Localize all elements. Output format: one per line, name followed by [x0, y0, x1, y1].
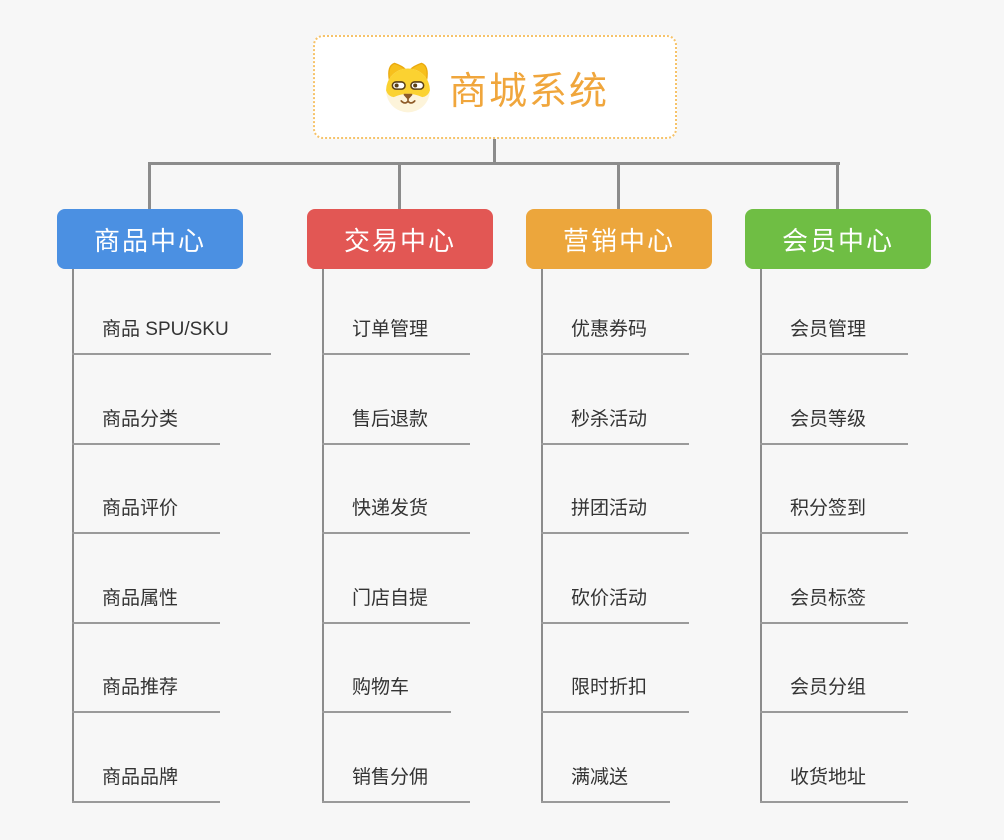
leaf-node[interactable]: 商品属性 [72, 587, 221, 624]
leaf-node[interactable]: 秒杀活动 [541, 408, 690, 445]
branch-header[interactable]: 交易中心 [307, 209, 493, 269]
connector-drop-4 [836, 162, 839, 210]
leaf-node[interactable]: 商品 SPU/SKU [72, 318, 271, 355]
connector-horizontal-bar [148, 162, 840, 165]
connector-drop-3 [617, 162, 620, 210]
leaf-node[interactable]: 会员分组 [760, 676, 909, 713]
leaf-node[interactable]: 商品分类 [72, 408, 221, 445]
leaf-node[interactable]: 购物车 [322, 676, 452, 713]
leaf-node[interactable]: 会员管理 [760, 318, 909, 355]
leaf-node[interactable]: 商品品牌 [72, 766, 221, 803]
dog-icon [386, 62, 430, 113]
root-title: 商城系统 [448, 70, 609, 113]
branch-header-label: 会员中心 [781, 225, 894, 256]
leaf-node[interactable]: 会员标签 [760, 587, 909, 624]
leaf-node[interactable]: 收货地址 [760, 766, 909, 803]
branch-header-label: 商品中心 [93, 225, 206, 256]
branch-header[interactable]: 商品中心 [57, 209, 243, 269]
connector-drop-2 [398, 162, 401, 210]
leaf-node[interactable]: 会员等级 [760, 408, 909, 445]
leaf-node[interactable]: 满减送 [541, 766, 671, 803]
root-node[interactable]: 商城系统 [313, 35, 677, 139]
branch-header-label: 交易中心 [343, 225, 456, 256]
branch-trunk-line [760, 269, 762, 803]
leaf-node[interactable]: 销售分佣 [322, 766, 471, 803]
branch-header[interactable]: 营销中心 [526, 209, 712, 269]
branch-header[interactable]: 会员中心 [745, 209, 931, 269]
branch-trunk-line [322, 269, 324, 803]
connector-drop-1 [148, 162, 151, 210]
leaf-node[interactable]: 商品评价 [72, 497, 221, 534]
leaf-node[interactable]: 售后退款 [322, 408, 471, 445]
branch-trunk-line [72, 269, 74, 803]
leaf-node[interactable]: 砍价活动 [541, 587, 690, 624]
leaf-node[interactable]: 快递发货 [322, 497, 471, 534]
connector-root-stem [493, 139, 496, 165]
leaf-node[interactable]: 门店自提 [322, 587, 471, 624]
leaf-node[interactable]: 优惠券码 [541, 318, 690, 355]
leaf-node[interactable]: 限时折扣 [541, 676, 690, 713]
branch-trunk-line [541, 269, 543, 803]
branch-header-label: 营销中心 [562, 225, 675, 256]
leaf-node[interactable]: 积分签到 [760, 497, 909, 534]
leaf-node[interactable]: 商品推荐 [72, 676, 221, 713]
leaf-node[interactable]: 订单管理 [322, 318, 471, 355]
leaf-node[interactable]: 拼团活动 [541, 497, 690, 534]
